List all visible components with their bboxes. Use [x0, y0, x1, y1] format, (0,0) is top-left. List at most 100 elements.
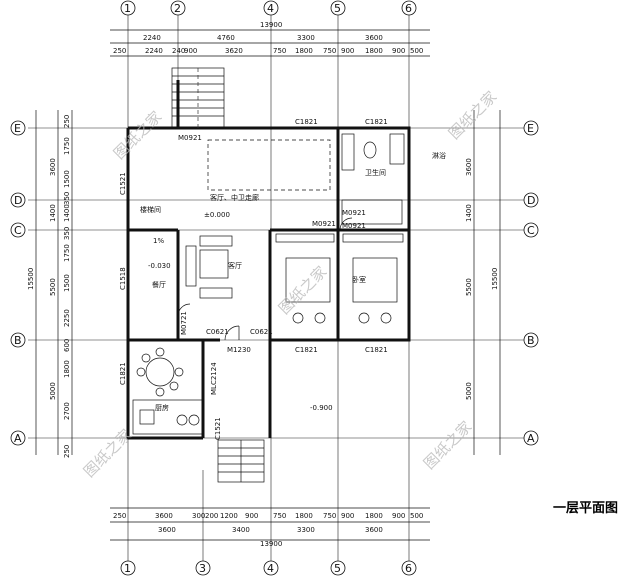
- plan-title: 一层平面图: [553, 501, 618, 516]
- dim-label: 3600: [49, 158, 57, 176]
- dim-label: 1800: [295, 47, 313, 55]
- entry-steps-bottom: [217, 439, 265, 483]
- living-room-furniture: [185, 235, 233, 299]
- dim-label: 250: [63, 115, 71, 128]
- room-bathroom: 卫生间: [365, 168, 386, 177]
- axis-label: 4: [267, 562, 274, 575]
- axis-label: C: [14, 224, 22, 237]
- room-living: 客厅: [228, 261, 242, 270]
- dim-label: 1800: [365, 47, 383, 55]
- axis-label: 3: [199, 562, 206, 575]
- room-labels: 客厅 卧室 卫生间 厨房 餐厅 楼梯间 淋浴: [140, 151, 446, 412]
- axis-label: 5: [334, 562, 341, 575]
- dim-label: 3620: [225, 47, 243, 55]
- dim-label: 2240: [143, 34, 161, 42]
- axis-label: 6: [405, 562, 412, 575]
- dim-label: 1400: [49, 204, 57, 222]
- slope-label: 1%: [153, 237, 164, 245]
- dim-label: 3300: [297, 34, 315, 42]
- watermarks: 图纸之家 图纸之家 图纸之家 图纸之家 图纸之家: [80, 88, 500, 481]
- dim-label: 1750: [63, 244, 71, 262]
- code-label: C0621: [250, 328, 273, 336]
- dining-table: [136, 347, 184, 397]
- axis-label: 1: [124, 562, 131, 575]
- dim-label: 1500: [63, 170, 71, 188]
- dim-label: 600: [63, 339, 71, 352]
- dim-label: 3600: [155, 512, 173, 520]
- dim-label: 900: [245, 512, 258, 520]
- code-label: C0621: [206, 328, 229, 336]
- axis-label: B: [527, 334, 535, 347]
- room-dining: 餐厅: [152, 280, 166, 289]
- axis-markers-bottom: 1 3 4 5 6: [120, 560, 417, 576]
- dim-label: 5500: [465, 278, 473, 296]
- dim-label: 900: [184, 47, 197, 55]
- bedroom-furniture: [275, 233, 404, 324]
- dim-label: 900: [341, 47, 354, 55]
- dim-label: 750: [273, 512, 286, 520]
- axis-label: A: [14, 432, 22, 445]
- dim-label: 900: [392, 47, 405, 55]
- dim-label: 750: [323, 512, 336, 520]
- code-label: C1821: [119, 362, 127, 385]
- code-label: M0921: [342, 222, 366, 230]
- dim-label: 300: [192, 512, 205, 520]
- dim-label: 1400: [63, 204, 71, 222]
- dim-total-depth-right: 15500: [491, 268, 499, 290]
- dim-label: 1800: [295, 512, 313, 520]
- code-label: C1821: [295, 346, 318, 354]
- code-label: M0721: [180, 311, 188, 335]
- dim-label: 3600: [365, 34, 383, 42]
- dim-label: 2700: [63, 402, 71, 420]
- dim-label: 3600: [158, 526, 176, 534]
- room-stairwell: 楼梯间: [140, 205, 161, 214]
- dim-label: 4760: [217, 34, 235, 42]
- dim-label: 900: [392, 512, 405, 520]
- dim-total-width-bottom: 13900: [260, 540, 282, 548]
- code-label: M0921: [342, 209, 366, 217]
- bathroom-fixtures: [341, 133, 405, 225]
- axis-label: D: [14, 194, 22, 207]
- dim-label: 5000: [465, 382, 473, 400]
- axis-label: 1: [124, 2, 131, 15]
- axis-grid-lines: [28, 12, 530, 562]
- dim-label: 5500: [49, 278, 57, 296]
- doors: [177, 217, 353, 341]
- watermark-text: 图纸之家: [110, 108, 165, 163]
- dim-total-width: 13900: [260, 21, 282, 29]
- dim-label: 500: [410, 512, 423, 520]
- dim-label: 900: [341, 512, 354, 520]
- code-label: C1821: [365, 118, 388, 126]
- dim-label: 750: [323, 47, 336, 55]
- code-label: C1518: [119, 267, 127, 290]
- dim-label: 350: [63, 227, 71, 240]
- dim-label: 750: [273, 47, 286, 55]
- room-shower: 淋浴: [432, 151, 446, 160]
- code-label: C1521: [214, 417, 222, 440]
- watermark-text: 图纸之家: [275, 263, 330, 318]
- watermark-text: 图纸之家: [80, 426, 135, 481]
- dim-label: 250: [113, 47, 126, 55]
- dim-label: 350: [63, 192, 71, 205]
- axis-label: D: [527, 194, 535, 207]
- dimensions-left: 15500 3600 1400 5500 5000 250 1750 1500 …: [27, 110, 73, 458]
- code-label: C1521: [119, 172, 127, 195]
- room-bedroom: 卧室: [352, 275, 366, 284]
- dim-label: 1800: [63, 360, 71, 378]
- elevation-label: -0.900: [310, 404, 333, 412]
- dim-label: 3600: [465, 158, 473, 176]
- watermark-text: 图纸之家: [445, 88, 500, 143]
- code-label: C1821: [365, 346, 388, 354]
- dim-label: 3400: [232, 526, 250, 534]
- dim-label: 1750: [63, 137, 71, 155]
- dim-label: 200: [205, 512, 218, 520]
- dim-label: 1800: [365, 512, 383, 520]
- axis-label: E: [527, 122, 534, 135]
- code-label: MLC2124: [210, 362, 218, 395]
- dim-label: 2240: [145, 47, 163, 55]
- axis-label: B: [14, 334, 22, 347]
- dim-label: 250: [113, 512, 126, 520]
- dim-label: 250: [63, 445, 71, 458]
- axis-markers-top: 1 2 4 5 6: [120, 0, 417, 16]
